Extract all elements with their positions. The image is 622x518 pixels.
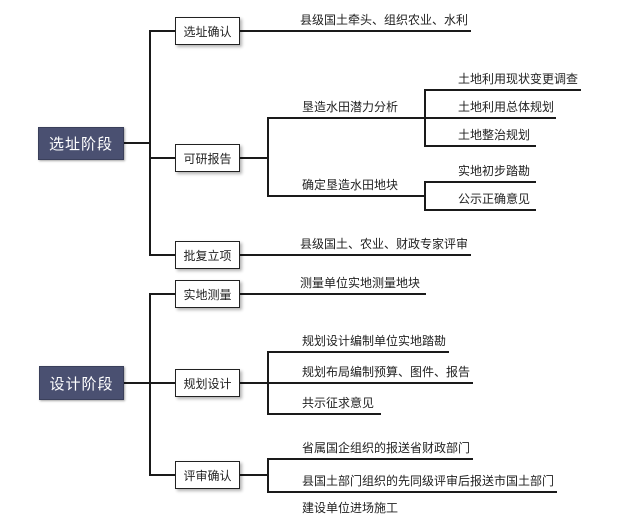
subitem-label: 土地利用现状变更调查: [458, 72, 579, 86]
detail-label: 测量单位实地测量地块: [300, 276, 421, 290]
root-node-stage-1: 选址阶段: [38, 127, 124, 160]
detail-label: 县级国土牵头、组织农业、水利: [300, 13, 469, 27]
subitem-label: 公示正确意见: [458, 192, 531, 206]
step-node: 批复立项: [175, 241, 240, 269]
detail-label: 共示征求意见: [302, 396, 375, 410]
step-node: 评审确认: [175, 461, 240, 489]
detail-label: 规划设计编制单位实地踏勘: [302, 334, 447, 348]
step-node: 选址确认: [175, 17, 240, 45]
root-node-stage-2: 设计阶段: [39, 366, 124, 400]
step-node: 可研报告: [175, 144, 240, 172]
subitem-label: 土地整治规划: [458, 128, 531, 142]
step-node: 规划设计: [175, 369, 240, 397]
detail-label: 确定垦造水田地块: [302, 178, 399, 192]
stage-2-connectors: [123, 293, 557, 493]
detail-label: 县级国土、农业、财政专家评审: [300, 237, 469, 251]
detail-label: 省属国企组织的报送省财政部门: [302, 441, 471, 455]
subitem-label: 实地初步踏勘: [458, 164, 531, 178]
detail-label: 垦造水田潜力分析: [302, 100, 399, 114]
detail-label: 县国土部门组织的先同级评审后报送市国土部门: [302, 474, 555, 488]
subitem-label: 土地利用总体规划: [458, 100, 555, 114]
step-node: 实地测量: [175, 280, 240, 308]
detail-label: 规划布局编制预算、图件、报告: [302, 365, 471, 379]
detail-label: 建设单位进场施工: [302, 501, 399, 515]
stage-1-connectors: [123, 30, 581, 256]
